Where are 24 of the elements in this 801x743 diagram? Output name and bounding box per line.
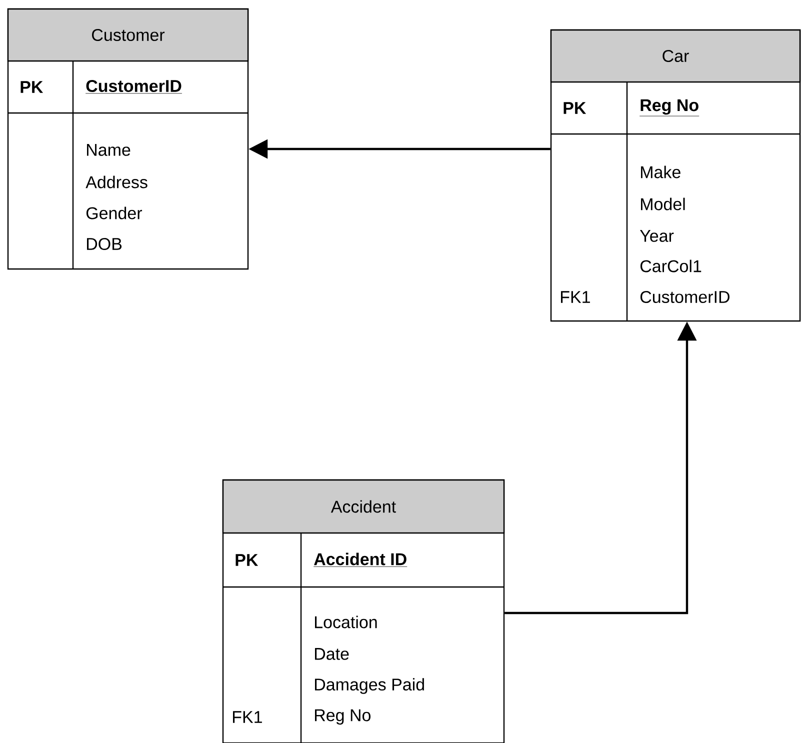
field-name: Make [641,166,680,178]
primary-key-field: Reg No [639,99,700,116]
field-name: Address [86,176,148,188]
field-name: Name [87,144,130,156]
key-label: PK [564,102,586,114]
field-name: Model [641,198,685,210]
table-header: Accident [222,479,505,534]
field-name: CustomerID [640,290,730,304]
primary-key-field: Accident ID [313,552,408,567]
field-name: Gender [86,206,142,220]
key-label: FK1 [233,711,262,723]
field-name: Date [315,648,349,660]
table-header: Customer [7,8,249,62]
field-name: Damages Paid [315,678,424,694]
table-header: Car [550,29,801,83]
key-label: PK [236,554,258,566]
field-name: Location [315,616,377,628]
field-name: CarCol1 [640,260,702,272]
primary-key-field: CustomerID [85,80,182,94]
key-label: FK1 [561,291,590,303]
field-name: Year [640,230,674,242]
field-name: Reg No [315,709,370,725]
field-name: DOB [87,238,122,250]
key-label: PK [20,81,44,93]
